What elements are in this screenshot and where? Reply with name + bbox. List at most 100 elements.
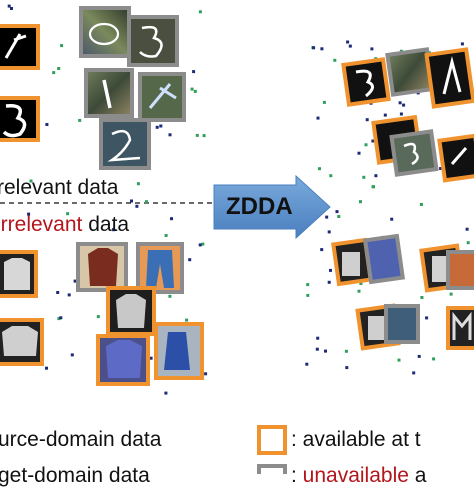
feature-dot (185, 318, 189, 322)
feature-dot (318, 167, 321, 171)
mapped-digit-tile (341, 57, 391, 107)
feature-dot (52, 71, 56, 75)
feature-dot (359, 282, 363, 285)
legend-unavailable-suffix: a (408, 464, 427, 487)
feature-dot (327, 280, 331, 284)
feature-dot (324, 349, 327, 353)
feature-dot (335, 210, 339, 214)
legend-unavailable-colon: : (291, 464, 303, 487)
zdda-diagram (0, 4, 474, 474)
feature-dot (192, 70, 196, 74)
feature-dot (439, 167, 443, 170)
feature-dot (60, 44, 64, 48)
mapped-digit-tile (424, 47, 474, 109)
feature-dot (168, 133, 172, 137)
feature-dot (130, 199, 133, 203)
feature-dot (168, 294, 172, 298)
feature-dot (320, 47, 324, 51)
feature-dot (374, 174, 378, 178)
mapped-clothing-tile (362, 233, 406, 285)
feature-dot (432, 357, 436, 361)
feature-dot (111, 228, 115, 232)
feature-dot (460, 42, 464, 46)
feature-dot (383, 113, 387, 117)
feature-dot (73, 279, 77, 283)
target-domain-label: get-domain data (0, 464, 150, 487)
feature-dot (372, 185, 375, 189)
source-clothing-tile (106, 286, 156, 336)
feature-dot (316, 116, 320, 120)
target-digit-tile (99, 118, 151, 170)
feature-dot (370, 47, 374, 51)
irrelevant-data-label: irrelevant data (0, 213, 129, 237)
feature-dot (188, 258, 192, 262)
feature-dot (325, 215, 329, 219)
feature-dot (420, 296, 424, 299)
feature-dot (329, 268, 332, 272)
feature-dot (202, 134, 206, 138)
feature-dot (312, 46, 316, 50)
source-digit-tile (0, 24, 40, 70)
mapped-digit-tile (437, 133, 474, 183)
feature-dot (164, 391, 168, 395)
feature-dot (329, 174, 333, 178)
irrelevant-data-suffix: data (82, 213, 130, 236)
feature-dot (371, 139, 375, 143)
feature-dot (362, 175, 366, 179)
feature-dot (136, 182, 140, 186)
feature-dot (337, 215, 341, 218)
target-clothing-tile (96, 334, 150, 386)
feature-dot (390, 217, 394, 221)
feature-dot (345, 366, 349, 370)
feature-dot (327, 230, 331, 234)
feature-dot (359, 200, 362, 204)
feature-dot (365, 118, 369, 122)
target-clothing-tile (76, 242, 128, 292)
feature-dot (305, 362, 309, 366)
target-clothing-tile (154, 322, 204, 380)
feature-dot (449, 292, 453, 296)
mapped-clothing-tile (446, 306, 474, 350)
target-digit-tile (84, 68, 134, 118)
legend-available-box (257, 425, 287, 455)
legend-unavailable-label: : unavailable a (291, 464, 426, 488)
feature-dot (399, 112, 403, 116)
feature-dot (29, 179, 33, 183)
feature-dot (315, 347, 319, 351)
feature-dot (27, 212, 31, 216)
feature-dot (425, 316, 429, 320)
feature-dot (344, 349, 348, 353)
target-digit-tile (79, 6, 131, 58)
source-clothing-tile (0, 318, 44, 366)
feature-dot (397, 358, 401, 362)
feature-dot (155, 125, 159, 129)
source-domain-label: urce-domain data (0, 428, 162, 451)
legend-unavailable-word: unavailable (302, 464, 409, 487)
source-clothing-tile (0, 250, 38, 298)
irrelevant-word: irrelevant (0, 213, 83, 236)
feature-dot (320, 248, 324, 252)
feature-dot (170, 217, 173, 221)
mapped-digit-tile (385, 47, 435, 97)
zdda-arrow (213, 174, 331, 240)
feature-dot (306, 293, 310, 297)
feature-dot (322, 100, 326, 104)
feature-dot (7, 4, 11, 8)
feature-dot (201, 242, 205, 246)
feature-dot (145, 200, 148, 204)
feature-dot (59, 316, 63, 320)
mapped-clothing-tile (331, 237, 373, 287)
target-clothing-tile (136, 242, 184, 294)
feature-dot (466, 241, 470, 245)
feature-dot (190, 87, 194, 91)
feature-dot (357, 151, 361, 155)
feature-dot (45, 366, 48, 370)
legend-available-label: : available at t (291, 428, 421, 451)
feature-dot (67, 293, 71, 297)
feature-dot (198, 10, 202, 14)
feature-dot (57, 67, 61, 70)
feature-dot (398, 101, 402, 105)
feature-dot (195, 133, 199, 137)
mapped-clothing-tile (384, 304, 420, 344)
feature-dot (306, 283, 310, 287)
